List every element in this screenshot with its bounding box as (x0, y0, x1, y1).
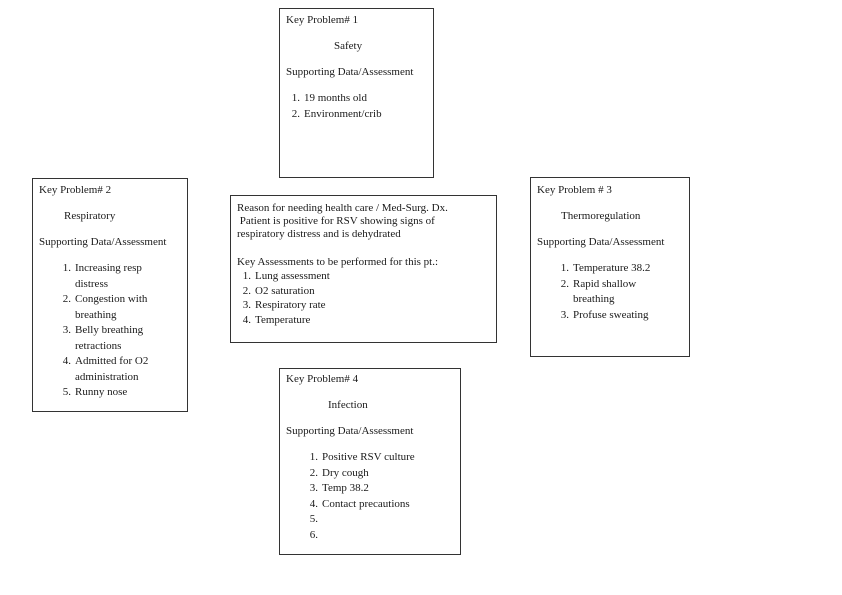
list-item: 2.Congestion with breathing (62, 293, 148, 321)
key-problem-3-supporting-label: Supporting Data/Assessment (537, 236, 665, 248)
key-problem-1-list: 1.19 months old 2.Environment/crib (286, 91, 382, 122)
key-problem-2-box: Key Problem# 2 Respiratory Supporting Da… (32, 178, 188, 412)
key-problem-2-supporting-label: Supporting Data/Assessment (39, 236, 167, 248)
reason-for-care-box: Reason for needing health care / Med-Sur… (230, 195, 497, 343)
key-problem-4-box: Key Problem# 4 Infection Supporting Data… (279, 368, 461, 555)
key-problem-4-list: 1.Positive RSV culture 2.Dry cough 3.Tem… (304, 450, 415, 543)
key-problem-1-heading: Key Problem# 1 (286, 14, 359, 26)
list-item: 3.Respiratory rate (242, 299, 326, 311)
list-item: 3.Belly breathing retractions (62, 324, 144, 352)
key-assessments-heading: Key Assessments to be performed for this… (237, 256, 439, 268)
list-item: 4.Temperature (242, 313, 311, 326)
key-problem-2-list: 1.Increasing resp distress 2.Congestion … (57, 261, 165, 401)
key-problem-1-box: Key Problem# 1 Safety Supporting Data/As… (279, 8, 434, 178)
key-problem-3-list: 1.Temperature 38.2 2.Rapid shallow breat… (555, 261, 653, 323)
key-problem-4-title: Infection (328, 399, 368, 411)
list-item: 6. (309, 528, 318, 541)
list-item: 2.Dry cough (309, 466, 369, 479)
reason-line-1: Patient is positive for RSV showing sign… (237, 215, 435, 227)
key-problem-4-heading: Key Problem# 4 (286, 373, 359, 385)
key-assessments-list: 1.Lung assessment 2.O2 saturation 3.Resp… (237, 269, 330, 327)
key-problem-1-supporting-label: Supporting Data/Assessment (286, 66, 414, 78)
reason-line-2: respiratory distress and is dehydrated (237, 228, 401, 240)
key-problem-3-heading: Key Problem # 3 (537, 184, 612, 196)
key-problem-4-supporting-label: Supporting Data/Assessment (286, 425, 414, 437)
key-problem-2-title: Respiratory (64, 210, 116, 222)
list-item: 1.Positive RSV culture (309, 451, 415, 463)
list-item: 5. (309, 513, 318, 525)
list-item: 2.O2 saturation (242, 284, 315, 297)
key-problem-3-title: Thermoregulation (561, 210, 641, 222)
list-item: 2.Environment/crib (291, 107, 382, 120)
list-item: 1.Increasing resp distress (62, 262, 142, 290)
list-item: 1.Temperature 38.2 (560, 262, 651, 274)
list-item: 4.Admitted for O2 administration (62, 355, 149, 383)
list-item: 2.Rapid shallow breathing (560, 277, 637, 306)
key-problem-1-title: Safety (334, 40, 363, 52)
list-item: 3.Profuse sweating (560, 308, 649, 321)
list-item: 5.Runny nose (62, 386, 128, 398)
key-problem-2-heading: Key Problem# 2 (39, 184, 112, 196)
list-item: 1.Lung assessment (242, 270, 330, 282)
list-item: 1.19 months old (291, 92, 367, 104)
list-item: 3.Temp 38.2 (309, 482, 369, 494)
key-problem-3-box: Key Problem # 3 Thermoregulation Support… (530, 177, 690, 357)
reason-heading: Reason for needing health care / Med-Sur… (237, 202, 448, 214)
list-item: 4.Contact precautions (309, 497, 410, 510)
